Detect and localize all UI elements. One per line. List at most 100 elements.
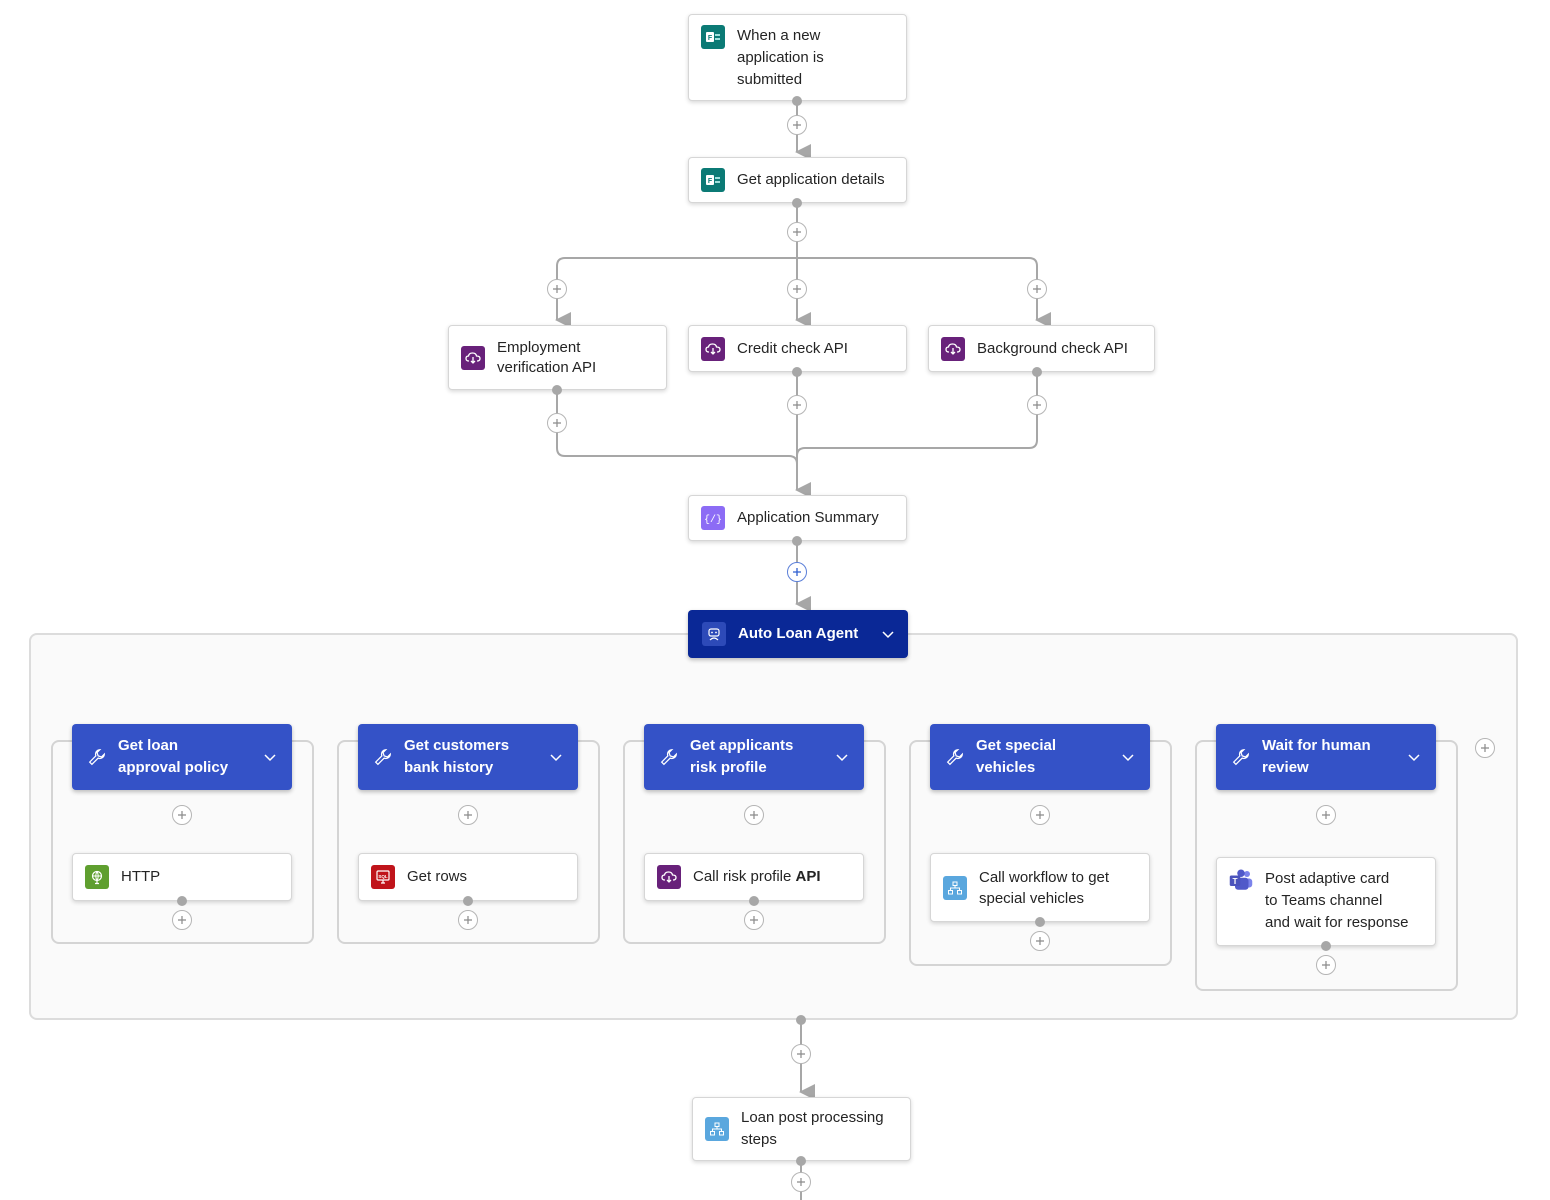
- tool-get-special-vehicles[interactable]: Get special vehicles: [930, 724, 1150, 790]
- trigger-label: When a new application is submitted: [737, 27, 824, 88]
- svg-text:SQL: SQL: [378, 874, 388, 879]
- add-step-button[interactable]: [787, 395, 807, 415]
- add-step-button[interactable]: [172, 805, 192, 825]
- plus-icon: [553, 285, 561, 293]
- sql-icon: SQL: [371, 865, 395, 889]
- credit-check-node[interactable]: Credit check API: [688, 325, 907, 372]
- tool-label: Get loan approval policy: [118, 737, 229, 776]
- add-step-button[interactable]: [547, 413, 567, 433]
- plus-icon: [793, 401, 801, 409]
- connector-dot: [792, 367, 802, 377]
- chevron-down-icon[interactable]: [262, 749, 278, 765]
- add-step-button[interactable]: [787, 562, 807, 582]
- auto-loan-agent-label: Auto Loan Agent: [738, 625, 859, 642]
- wrench-icon: [946, 748, 964, 766]
- add-step-button[interactable]: [458, 910, 478, 930]
- call-risk-profile-action-node[interactable]: Call risk profile API: [644, 853, 864, 901]
- tool-wait-for-human-review[interactable]: Wait for human review: [1216, 724, 1436, 790]
- post-adaptive-card-action-node[interactable]: T Post adaptive card to Teams channel an…: [1216, 857, 1436, 946]
- compose-icon: {/}: [701, 506, 725, 530]
- chevron-down-icon[interactable]: [834, 749, 850, 765]
- connector-dot: [1032, 367, 1042, 377]
- svg-text:T: T: [1232, 877, 1237, 886]
- http-action-node[interactable]: HTTP: [72, 853, 292, 901]
- add-step-button[interactable]: [1316, 805, 1336, 825]
- add-parallel-branch-button[interactable]: [547, 279, 567, 299]
- employment-verification-node[interactable]: Employment verification API: [448, 325, 667, 390]
- plus-icon: [797, 1178, 805, 1186]
- http-icon: [85, 865, 109, 889]
- plus-icon: [1036, 811, 1044, 819]
- add-step-button[interactable]: [458, 805, 478, 825]
- add-step-button[interactable]: [1030, 931, 1050, 951]
- tool-label: Get customers bank history: [404, 737, 510, 776]
- svg-text:{/}: {/}: [705, 514, 721, 526]
- label-bold: API: [795, 868, 821, 885]
- add-step-button[interactable]: [787, 222, 807, 242]
- employment-verification-label: Employment verification API: [497, 338, 597, 376]
- loan-post-processing-node[interactable]: Loan post processing steps: [692, 1097, 911, 1161]
- add-step-button[interactable]: [787, 115, 807, 135]
- add-parallel-branch-button[interactable]: [787, 279, 807, 299]
- add-tool-button[interactable]: [1475, 738, 1495, 758]
- connector-dot: [749, 896, 759, 906]
- background-check-node[interactable]: Background check API: [928, 325, 1155, 372]
- post-adaptive-card-action-label: Post adaptive card to Teams channel and …: [1265, 870, 1409, 931]
- plus-icon: [750, 811, 758, 819]
- call-workflow-action-label: Call workflow to get special vehicles: [979, 868, 1110, 907]
- connector-dot: [792, 198, 802, 208]
- plus-icon: [793, 228, 801, 236]
- workflow-icon: [943, 875, 967, 900]
- connector-dot: [796, 1015, 806, 1025]
- wrench-icon: [1232, 748, 1250, 766]
- workflow-icon: [705, 1117, 729, 1141]
- application-summary-node[interactable]: {/} Application Summary: [688, 495, 907, 541]
- get-application-details-node[interactable]: F Get application details: [688, 157, 907, 203]
- auto-loan-agent-node[interactable]: Auto Loan Agent: [688, 610, 908, 658]
- plus-icon: [797, 1050, 805, 1058]
- application-summary-label: Application Summary: [737, 509, 879, 526]
- plus-icon: [793, 121, 801, 129]
- trigger-node[interactable]: F When a new application is submitted: [688, 14, 907, 101]
- add-step-button[interactable]: [744, 805, 764, 825]
- wrench-icon: [660, 748, 678, 766]
- add-step-button[interactable]: [744, 910, 764, 930]
- http-action-label: HTTP: [121, 868, 161, 885]
- add-step-button[interactable]: [791, 1044, 811, 1064]
- add-parallel-branch-button[interactable]: [1027, 279, 1047, 299]
- plus-icon: [1322, 811, 1330, 819]
- svg-text:F: F: [708, 178, 713, 185]
- call-workflow-action-node[interactable]: Call workflow to get special vehicles: [930, 853, 1150, 922]
- connector-dot: [1035, 917, 1045, 927]
- add-step-button[interactable]: [172, 910, 192, 930]
- chevron-down-icon[interactable]: [1406, 749, 1422, 765]
- loan-post-processing-label: Loan post processing steps: [741, 1109, 884, 1148]
- connector-dot: [552, 385, 562, 395]
- plus-icon: [464, 811, 472, 819]
- get-application-details-label: Get application details: [737, 171, 885, 188]
- add-step-button[interactable]: [1316, 955, 1336, 975]
- plus-icon: [178, 916, 186, 924]
- add-step-button[interactable]: [1027, 395, 1047, 415]
- wrench-icon: [374, 748, 392, 766]
- tool-label: Get applicants risk profile: [690, 737, 794, 776]
- call-risk-profile-action-label: Call risk profile API: [693, 866, 821, 888]
- wrench-icon: [88, 748, 106, 766]
- tool-get-customers-bank-history[interactable]: Get customers bank history: [358, 724, 578, 790]
- tool-label: Get special vehicles: [976, 737, 1057, 776]
- add-step-button[interactable]: [791, 1172, 811, 1192]
- get-rows-action-label: Get rows: [407, 868, 468, 885]
- chevron-down-icon[interactable]: [1120, 749, 1136, 765]
- tool-get-applicants-risk-profile[interactable]: Get applicants risk profile: [644, 724, 864, 790]
- chevron-down-icon[interactable]: [880, 626, 896, 642]
- background-check-label: Background check API: [977, 339, 1128, 357]
- chevron-down-icon[interactable]: [548, 749, 564, 765]
- microsoft-forms-icon: F: [701, 168, 725, 192]
- tool-get-loan-approval-policy[interactable]: Get loan approval policy: [72, 724, 292, 790]
- get-rows-action-node[interactable]: SQL Get rows: [358, 853, 578, 901]
- microsoft-forms-icon: F: [701, 25, 725, 49]
- label-prefix: Call risk profile: [693, 868, 796, 885]
- custom-api-icon: [461, 345, 485, 370]
- plus-icon: [793, 568, 801, 576]
- add-step-button[interactable]: [1030, 805, 1050, 825]
